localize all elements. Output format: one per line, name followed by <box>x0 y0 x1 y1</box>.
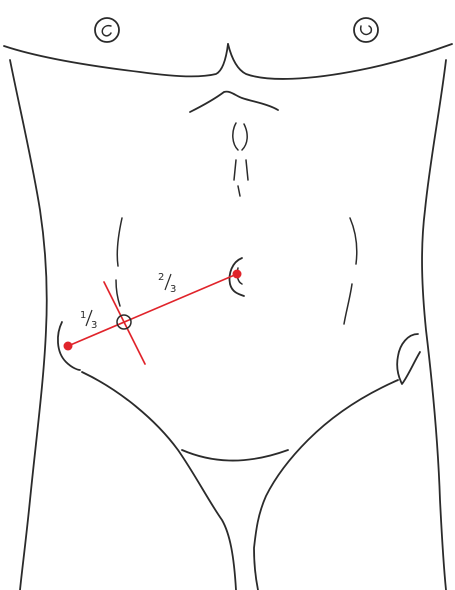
left-inguinal-line <box>82 372 236 590</box>
two-thirds-numerator: 2 <box>158 272 164 283</box>
mcburney-construction <box>64 270 242 365</box>
left-rectus-dash-1 <box>117 218 122 266</box>
right-flank <box>422 60 446 590</box>
xiphoid-line <box>190 92 278 112</box>
costal-margin <box>190 92 278 196</box>
linea-alba-dash-3 <box>238 186 240 196</box>
linea-alba-upper-right <box>242 124 247 150</box>
left-rectus-dash-2 <box>116 280 120 306</box>
linea-alba-dash-2 <box>246 160 248 180</box>
umbilicus-dot <box>233 270 242 279</box>
right-rectus-dash-1 <box>350 218 357 264</box>
right-iliac-contour <box>397 334 420 384</box>
right-nipple-icon <box>354 18 378 42</box>
right-pectoral-line <box>228 44 452 79</box>
asis-dot <box>64 342 73 351</box>
perpendicular-line <box>104 282 145 364</box>
label-one-third: 1 3 <box>80 310 97 331</box>
left-nipple-icon <box>95 18 119 42</box>
torso-outline <box>4 44 452 590</box>
right-inguinal-line <box>254 380 398 590</box>
linea-alba-upper-left <box>233 123 238 150</box>
one-third-denominator: 3 <box>91 320 97 331</box>
suprapubic-crease <box>182 450 288 461</box>
label-two-thirds: 2 3 <box>158 272 176 295</box>
two-thirds-denominator: 3 <box>170 284 176 295</box>
linea-alba-dash-1 <box>234 160 236 180</box>
left-flank <box>10 60 47 590</box>
left-pectoral-line <box>4 44 228 76</box>
spino-umbilical-line <box>68 274 237 346</box>
one-third-numerator: 1 <box>80 310 86 321</box>
right-rectus-dash-2 <box>344 284 352 324</box>
